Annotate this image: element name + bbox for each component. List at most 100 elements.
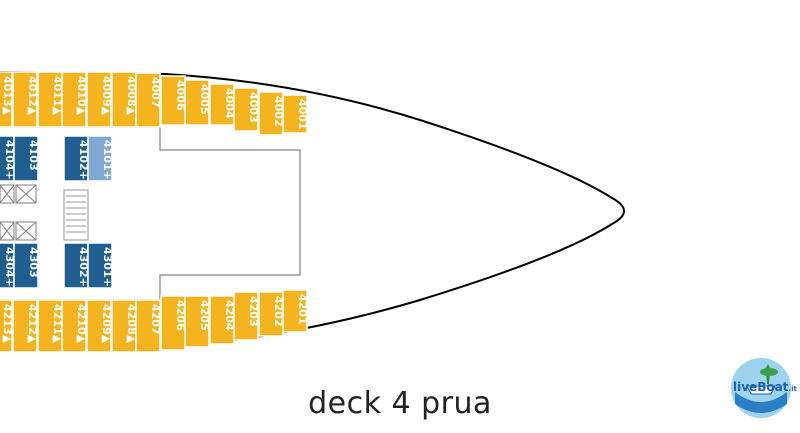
cabin-4001-box [282,94,308,134]
cabin-4010-box [61,71,87,128]
cabin-4013-box [0,71,13,128]
cabin-4010-label: 4010▲ [75,76,88,116]
cabin-4203-box [233,291,259,341]
staircase [66,195,86,233]
cabin-4301[interactable]: 4301+ [87,242,114,289]
cabin-4009-box [86,71,112,128]
cabin-4208[interactable]: 4208▲ [111,299,138,353]
cabin-4209[interactable]: 4209▲ [86,299,113,353]
cabin-4207[interactable]: 4207 [135,299,162,353]
cabin-4009-label: 4009▲ [100,76,113,116]
cabin-4212-box [12,299,38,353]
cabin-4213[interactable]: 4213▲ [0,299,14,353]
cabin-4303[interactable]: 4303 [13,242,40,289]
cabin-4101-label: 4101+ [101,140,114,180]
cabin-4103[interactable]: 4103 [13,135,40,182]
cabin-4207-box [135,299,161,353]
cabin-4211[interactable]: 4211▲ [37,299,64,353]
cabin-4302-label: 4302+ [77,247,90,287]
cabin-4202[interactable]: 4202 [258,291,285,337]
cabin-4102[interactable]: 4102+ [63,135,90,182]
cabin-4004-box [209,83,235,126]
hull-outline [0,71,625,351]
cabin-4012-label: 4012▲ [26,76,39,116]
cabin-4013[interactable]: 4013▲ [0,71,14,128]
cabin-4003-label: 4003 [247,92,260,123]
cabin-4002[interactable]: 4002 [258,91,285,136]
cabin-4204-label: 4204 [223,300,236,331]
cabin-4001-label: 4001 [296,99,309,130]
cabin-4003-box [233,87,259,132]
cabin-4103-label: 4103 [27,140,40,171]
cabin-4007[interactable]: 4007 [135,72,162,128]
cabin-4011[interactable]: 4011▲ [37,71,64,128]
cabin-4010[interactable]: 4010▲ [61,71,88,128]
cabin-4102-label: 4102+ [77,140,90,180]
cabin-4201-label: 4201 [296,294,309,325]
cabin-4005[interactable]: 4005 [184,79,211,126]
cabin-4303-box [13,242,39,289]
cabins-top-row: 4013▲ 4012▲ 4011▲ 4010▲ 4009▲ 4008▲4007 4006 40… [0,71,309,136]
cabin-4201[interactable]: 4201 [282,289,309,333]
logo-text: liveBoat.it [733,380,797,394]
cabin-4206-box [160,295,186,351]
cabin-4011-box [37,71,63,128]
cabin-4301-box [87,242,113,289]
cabin-4013-label: 4013▲ [1,76,14,116]
cabin-4205-box [184,295,210,348]
cabin-4205[interactable]: 4205 [184,295,211,348]
cabin-4211-label: 4211▲ [51,304,64,344]
cabin-4205-label: 4205 [198,300,211,331]
cabin-4012[interactable]: 4012▲ [12,71,39,128]
cabin-4008[interactable]: 4008▲ [111,71,138,128]
cabins-bottom-row: 4213▲ 4212▲ 4211▲ 4210▲ 4209▲ 4208▲ 4207 4206 42… [0,289,309,353]
cabin-4008-label: 4008▲ [125,76,138,116]
cabin-4008-box [111,71,137,128]
cabin-4203[interactable]: 4203 [233,291,260,341]
cabin-4213-label: 4213▲ [1,304,14,344]
cabin-4006[interactable]: 4006 [160,75,187,126]
cabin-4304-label: 4304+ [3,247,16,287]
cabin-4011-label: 4011▲ [51,76,64,116]
cabin-4103-box [13,135,39,182]
cabin-4202-label: 4202 [272,296,285,327]
cabin-4213-box [0,299,13,353]
cabin-4209-label: 4209▲ [100,304,113,344]
cabin-4302[interactable]: 4302+ [63,242,90,289]
cabin-4104-label: 4104+ [3,140,16,180]
cabin-4201-box [282,289,308,333]
deck-title: deck 4 prua [308,386,492,421]
cabin-4012-box [12,71,38,128]
liveboat-logo [731,358,791,418]
cabin-4203-label: 4203 [247,296,260,327]
cabin-4004-label: 4004 [223,88,236,119]
cabin-4209-box [86,299,112,353]
cabin-4212-label: 4212▲ [26,304,39,344]
cabin-4207-label: 4207 [149,304,162,335]
cabin-4303-label: 4303 [27,247,40,278]
cabin-4206[interactable]: 4206 [160,295,187,351]
cabin-4206-label: 4206 [174,300,187,331]
cabin-4210-box [61,299,87,353]
cabin-4001[interactable]: 4001 [282,94,309,134]
cabin-4208-box [111,299,137,353]
cabin-4006-label: 4006 [174,80,187,111]
cabin-4003[interactable]: 4003 [233,87,260,132]
cabin-4002-label: 4002 [272,96,285,127]
cabin-4005-label: 4005 [198,84,211,115]
corridor-outline [0,126,301,301]
cabins-inner: 4104+ 4103 4102+ 4101+ 4304+ 4303 4302+ 4301+ [0,135,114,289]
cabin-4101[interactable]: 4101+ [87,135,114,182]
cabin-4002-box [258,91,284,136]
cabin-4007-box [135,72,161,128]
cabin-4301-label: 4301+ [101,247,114,287]
cabin-4212[interactable]: 4212▲ [12,299,39,353]
cabin-4210-label: 4210▲ [75,304,88,344]
elevators [0,184,37,241]
cabin-4004[interactable]: 4004 [209,83,236,126]
cabin-4208-label: 4208▲ [125,304,138,344]
cabin-4210[interactable]: 4210▲ [61,299,88,353]
cabin-4204[interactable]: 4204 [209,295,236,345]
cabin-4009[interactable]: 4009▲ [86,71,113,128]
